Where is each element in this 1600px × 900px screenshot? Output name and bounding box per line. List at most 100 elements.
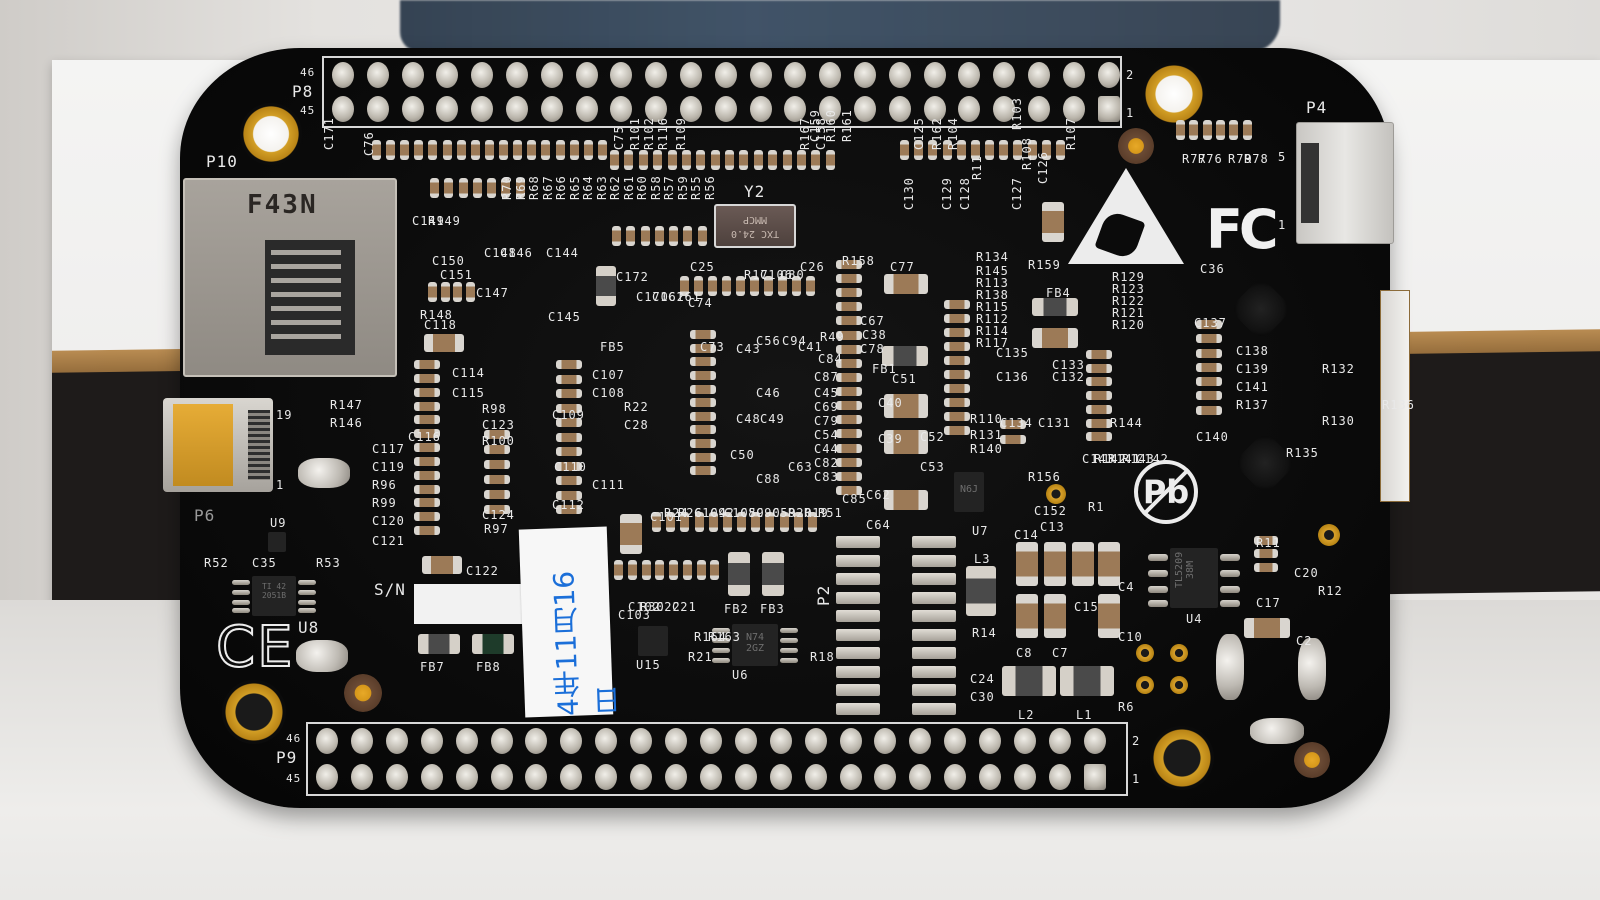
header-pin [874,728,897,754]
smd-resistor [836,415,862,425]
ce-mark: CE [215,614,295,681]
smd-capacitor [779,512,789,532]
p2-pad [836,628,880,641]
smd-resistor [1196,405,1222,415]
ref-designator: FB7 [420,660,445,674]
ref-designator: R1 [1088,500,1105,514]
ref-designator: C131 [1038,416,1071,430]
smd-resistor [836,330,862,340]
smd-resistor [694,512,704,532]
ref-designator: C41 [798,340,823,354]
header-pin [749,62,772,88]
smd-capacitor [428,282,437,302]
ref-designator: C8 [1016,646,1033,660]
ref-designator: R115 [976,300,1009,314]
header-p8 [322,56,1122,128]
header-pin [610,62,633,88]
ref-designator: C133 [1052,358,1085,372]
mount-hole-bottom-right [1150,726,1214,790]
smd-capacitor [944,314,970,323]
header-pin [436,96,459,122]
smd-capacitor [414,456,440,466]
date-sticker: 4年11月16日 [518,526,625,718]
smd-resistor [750,276,759,296]
pcb-board [180,48,1390,808]
via [1170,676,1188,694]
ref-designator: C92 [710,506,735,520]
header-pin [1048,764,1071,790]
smd-capacitor [556,418,582,428]
header-pin [540,96,563,122]
ref-designator: C4 [1118,580,1135,594]
smd-resistor [414,470,440,480]
header-pin [839,728,862,754]
chip-u6: N74 2GZ [712,624,798,666]
smd-resistor [1242,120,1252,140]
p2-pad [912,573,956,585]
ref-designator: C84 [818,352,843,366]
ref-designator: C106 [760,268,793,282]
smd-resistor [414,401,440,411]
ref-designator: R163 [708,630,741,644]
smd-capacitor [782,150,792,170]
u15-label: U15 [636,658,661,672]
smd-resistor [583,140,593,160]
smd-resistor [414,140,424,160]
ref-designator: C28 [624,418,649,432]
smd-capacitor [484,505,510,514]
smd-resistor [900,140,909,160]
smd-resistor [778,276,787,296]
inductor-l1 [1060,666,1114,696]
header-pin [909,764,932,790]
smd-resistor [708,276,717,296]
mount-hole-top-left [240,103,302,165]
smd-capacitor [680,276,689,296]
smd-capacitor [1216,120,1225,140]
ref-designator: R129 [1112,270,1145,284]
p9-pin45-label: 45 [286,772,302,785]
header-pin [888,96,911,122]
smd-resistor [414,360,440,369]
header-pin [385,728,408,754]
header-pin [1083,764,1106,790]
header-pin [784,62,807,88]
smd-resistor [806,276,815,296]
ref-designator: C108 [592,386,625,400]
header-pin [714,96,737,122]
smd-capacitor [836,387,862,397]
smd-resistor [768,150,778,170]
smd-capacitor [501,178,511,198]
smd-resistor [944,342,970,351]
header-pin [316,728,338,754]
smd-resistor [400,140,410,160]
ref-designator: C110 [554,460,587,474]
mini-usb-port[interactable] [1296,122,1394,244]
ref-designator: C26 [800,260,825,274]
microsd-slot[interactable]: F43N [183,178,397,377]
ref-designator: C127 [1010,177,1024,210]
ref-designator: R135 [1286,446,1319,460]
micro-hdmi-port[interactable] [163,398,273,492]
u4-line2: 38M [1185,560,1196,579]
ref-designator: C48 [736,412,761,426]
ref-designator: C148 [484,246,517,260]
smd-resistor [796,150,806,170]
smd-capacitor [836,260,862,269]
smd-capacitor [1202,120,1212,140]
smd-capacitor [1086,363,1112,373]
p2-pad [912,684,956,696]
ref-designator: R68 [527,175,541,200]
header-pin [699,764,722,790]
ref-designator: C144 [546,246,579,260]
smd-resistor [1189,120,1199,140]
smd-resistor [914,140,924,160]
sd-marking: F43N [247,190,318,220]
smd-resistor [513,140,523,160]
sd-contact [271,278,341,283]
ref-designator: C161 [668,290,701,304]
smd-capacitor [655,560,665,580]
header-pin [350,764,373,790]
crystal-line2: TXC 24.0 [730,228,780,239]
smd-resistor [484,445,510,454]
kapton-tape [173,404,233,486]
